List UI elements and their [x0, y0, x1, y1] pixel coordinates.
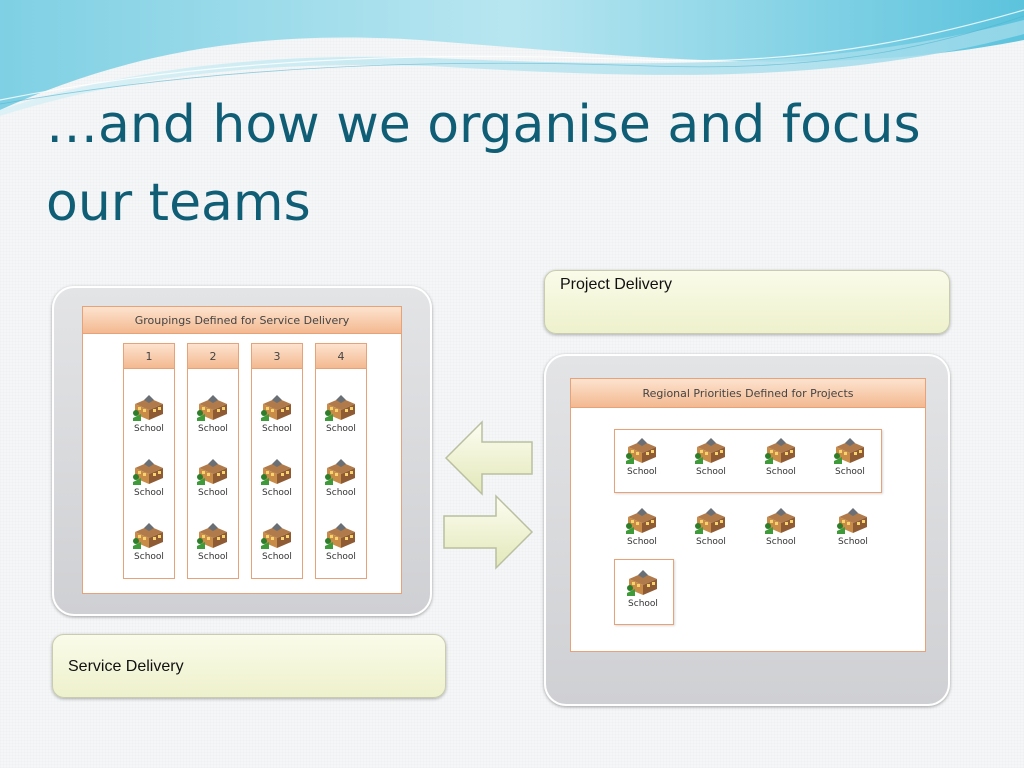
school-building-icon	[765, 508, 795, 534]
school-label: School	[134, 488, 164, 498]
school-label: School	[766, 537, 796, 547]
school-building-icon	[261, 459, 291, 485]
school-node: School	[249, 520, 305, 566]
service-delivery-panel: Groupings Defined for Service Delivery 1…	[52, 286, 432, 616]
school-label: School	[326, 424, 356, 434]
school-building-icon	[197, 523, 227, 549]
school-node: School	[249, 456, 305, 502]
school-building-icon	[626, 438, 656, 464]
project-delivery-diagram: Regional Priorities Defined for Projects…	[570, 378, 926, 652]
school-building-icon	[261, 523, 291, 549]
group-column-4: 4 School School	[315, 343, 367, 579]
school-label: School	[696, 537, 726, 547]
school-label: School	[628, 599, 658, 609]
group-number: 4	[316, 344, 366, 369]
school-building-icon	[626, 508, 656, 534]
school-node: School	[121, 456, 177, 502]
school-building-icon	[834, 438, 864, 464]
school-node: School	[121, 392, 177, 438]
group-column-3: 3 School School	[251, 343, 303, 579]
group-number: 1	[124, 344, 174, 369]
school-building-icon	[133, 395, 163, 421]
school-label: School	[326, 488, 356, 498]
group-number: 3	[252, 344, 302, 369]
school-building-icon	[627, 570, 657, 596]
project-delivery-caption: Project Delivery	[544, 270, 950, 334]
service-delivery-diagram: Groupings Defined for Service Delivery 1…	[82, 306, 402, 594]
school-node: School	[313, 520, 369, 566]
service-diagram-header: Groupings Defined for Service Delivery	[83, 307, 401, 334]
school-node: School	[753, 505, 809, 551]
school-label: School	[835, 467, 865, 477]
school-node: School	[185, 456, 241, 502]
group-column-1: 1 School School	[123, 343, 175, 579]
school-label: School	[262, 552, 292, 562]
school-building-icon	[261, 395, 291, 421]
school-label: School	[696, 467, 726, 477]
school-building-icon	[695, 438, 725, 464]
school-node: School	[185, 392, 241, 438]
school-node: School	[185, 520, 241, 566]
project-delivery-panel: Regional Priorities Defined for Projects…	[544, 354, 950, 706]
school-node: School	[121, 520, 177, 566]
group-column-2: 2 School School	[187, 343, 239, 579]
school-building-icon	[197, 459, 227, 485]
school-node: School	[683, 435, 739, 481]
project-diagram-header: Regional Priorities Defined for Projects	[571, 379, 925, 408]
school-building-icon	[695, 508, 725, 534]
school-label: School	[627, 537, 657, 547]
header-wave-decoration	[0, 0, 1024, 116]
service-delivery-caption: Service Delivery	[52, 634, 446, 698]
school-label: School	[134, 552, 164, 562]
arrow-left-icon	[444, 420, 533, 496]
school-label: School	[198, 424, 228, 434]
project-delivery-caption-text: Project Delivery	[560, 276, 673, 293]
school-building-icon	[133, 523, 163, 549]
slide-title: …and how we organise and focus our teams	[46, 95, 921, 233]
school-label: School	[134, 424, 164, 434]
school-label: School	[838, 537, 868, 547]
school-label: School	[627, 467, 657, 477]
arrow-right-icon	[443, 494, 534, 570]
school-label: School	[198, 552, 228, 562]
school-label: School	[198, 488, 228, 498]
school-node: School	[313, 392, 369, 438]
school-building-icon	[325, 395, 355, 421]
school-label: School	[766, 467, 796, 477]
school-building-icon	[837, 508, 867, 534]
school-building-icon	[325, 459, 355, 485]
service-delivery-caption-text: Service Delivery	[68, 658, 184, 675]
school-label: School	[262, 424, 292, 434]
school-label: School	[262, 488, 292, 498]
school-node: School	[825, 505, 881, 551]
school-node: School	[615, 567, 671, 613]
school-node: School	[614, 435, 670, 481]
school-node: School	[753, 435, 809, 481]
school-building-icon	[133, 459, 163, 485]
school-building-icon	[197, 395, 227, 421]
school-building-icon	[325, 523, 355, 549]
school-building-icon	[765, 438, 795, 464]
school-node: School	[249, 392, 305, 438]
school-node: School	[822, 435, 878, 481]
group-number: 2	[188, 344, 238, 369]
school-node: School	[683, 505, 739, 551]
school-label: School	[326, 552, 356, 562]
school-node: School	[614, 505, 670, 551]
school-node: School	[313, 456, 369, 502]
